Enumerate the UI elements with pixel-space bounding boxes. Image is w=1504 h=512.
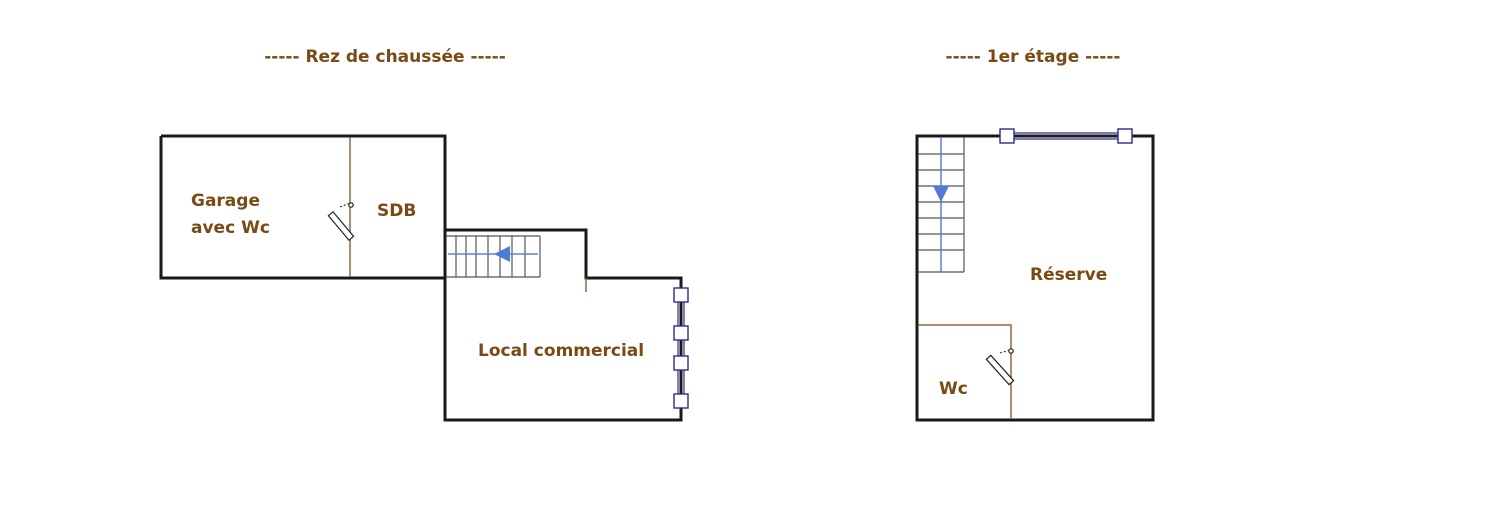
door-wc-icon <box>985 348 1015 386</box>
ground-floor-plan: ----- Rez de chaussée ----- <box>159 47 689 422</box>
first-floor-outer-wall <box>915 134 1155 422</box>
door-garage-icon <box>327 202 355 242</box>
window-top-icon <box>999 128 1133 144</box>
room-label-reserve: Réserve <box>1030 265 1107 285</box>
window-local-commercial-icon <box>673 287 689 409</box>
room-label-garage-wc: avec Wc <box>191 218 270 238</box>
room-label-sdb: SDB <box>377 201 416 221</box>
ground-floor-outer-wall <box>159 134 683 422</box>
staircase-first <box>918 137 965 273</box>
room-label-garage: Garage <box>191 191 260 211</box>
first-floor-plan: ----- 1er étage ----- <box>915 47 1155 422</box>
room-label-wc: Wc <box>939 379 968 399</box>
first-floor-title: ----- 1er étage ----- <box>946 47 1121 67</box>
stair-arrow-icon <box>494 246 510 262</box>
partition-wc <box>918 324 1012 419</box>
stair-arrow-first-icon <box>933 186 949 202</box>
staircase-ground <box>446 235 541 278</box>
room-label-local-commercial: Local commercial <box>478 341 644 361</box>
ground-floor-title: ----- Rez de chaussée ----- <box>264 47 506 67</box>
